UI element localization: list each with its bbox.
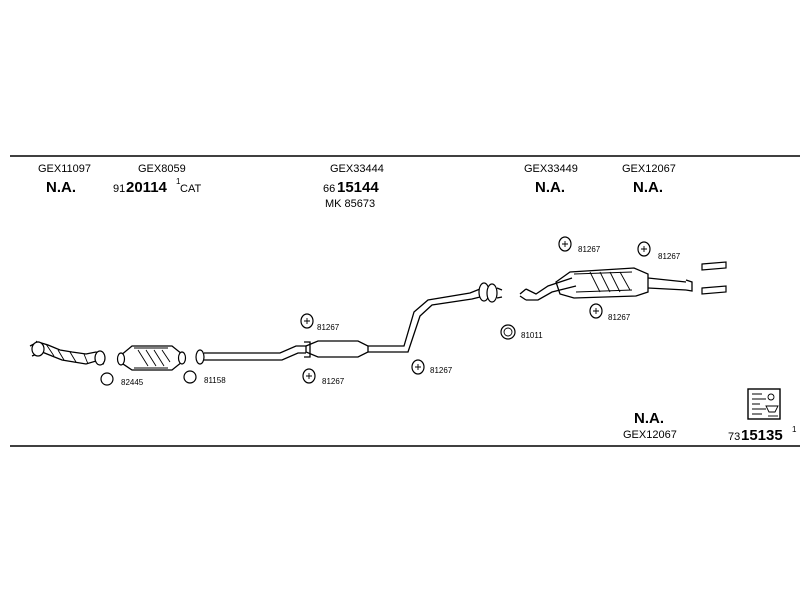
ref-sup-2: 1 [176, 177, 181, 186]
svg-text:81267: 81267 [608, 313, 631, 322]
ref-prefix-2: 91 [113, 183, 125, 195]
part-81267-c: 81267 [411, 359, 453, 375]
part-81267-a: 81267 [300, 313, 340, 332]
svg-text:81267: 81267 [658, 252, 681, 261]
part-81267-f: 81267 [589, 303, 631, 322]
tailpipe-tips [701, 261, 727, 295]
ref-value-1: N.A. [46, 179, 76, 196]
center-resonator [305, 288, 481, 358]
footer-value: N.A. [634, 410, 664, 427]
svg-text:82445: 82445 [121, 378, 144, 387]
footer-code: GEX12067 [623, 429, 677, 441]
svg-text:81158: 81158 [204, 376, 226, 385]
ref-code-5: GEX12067 [622, 163, 676, 175]
catalog-book-icon [747, 388, 781, 420]
kit-prefix: 73 [728, 431, 740, 443]
intermediate-pipe [195, 341, 311, 365]
kit-number: 15135 [741, 427, 783, 444]
part-81158: 81158 [183, 370, 226, 385]
ref-suffix-2: CAT [180, 183, 201, 195]
svg-text:81267: 81267 [317, 323, 340, 332]
part-81267-e: 81267 [637, 241, 681, 261]
part-82445: 82445 [100, 372, 144, 387]
rear-silencer [525, 267, 693, 301]
ref-prefix-3: 66 [323, 183, 335, 195]
ref-code-3: GEX33444 [330, 163, 384, 175]
ref-value-5: N.A. [633, 179, 663, 196]
flange-joint [478, 282, 527, 303]
ref-value-3: 15144 [337, 179, 379, 196]
ref-value-2: 20114 [126, 179, 168, 196]
kit-sup: 1 [792, 425, 797, 434]
part-81267-d: 81267 [558, 236, 601, 254]
ref-code-1: GEX11097 [38, 163, 91, 175]
ref-code-4: GEX33449 [524, 163, 578, 175]
svg-text:81267: 81267 [322, 377, 345, 386]
ref-code-2: GEX8059 [138, 163, 186, 175]
svg-text:81267: 81267 [430, 366, 453, 375]
catalytic-converter [116, 345, 187, 371]
svg-text:81267: 81267 [578, 245, 601, 254]
front-pipe [29, 340, 106, 366]
svg-text:81011: 81011 [521, 331, 543, 340]
part-81267-b: 81267 [302, 368, 345, 386]
ref-extra-3: MK 85673 [325, 198, 375, 210]
ref-value-4: N.A. [535, 179, 565, 196]
part-81011: 81011 [500, 324, 543, 340]
